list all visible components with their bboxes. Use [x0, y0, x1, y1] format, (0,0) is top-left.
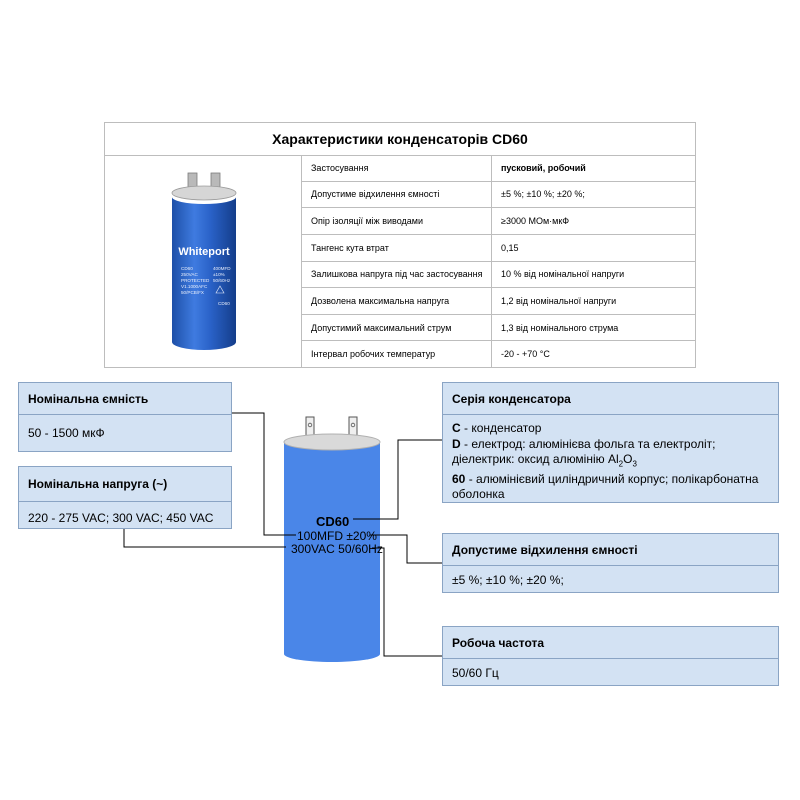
series-line-d: D - електрод: алюмінієва фольга та елект… — [452, 436, 716, 451]
callout-tolerance-text: ±5 %; ±10 %; ±20 %; — [452, 573, 564, 587]
spec-row-name: Допустимий максимальний струм — [302, 314, 492, 341]
photo-print-right: 400MFD±10%50/60Hz — [213, 266, 231, 283]
spec-row-name: Залишкова напруга під час застосування — [302, 261, 492, 288]
capacitor-drawing — [283, 416, 381, 662]
spec-row: Застосування пусковий, робочий — [302, 155, 695, 182]
callout-capacitance: Номінальна ємність 50 - 1500 мкФ — [18, 382, 232, 452]
spec-row-name: Застосування — [302, 155, 492, 181]
callout-frequency: Робоча частота 50/60 Гц — [442, 626, 779, 686]
spec-row-value: 10 % від номінальної напруги — [501, 269, 625, 280]
capacitor-top — [283, 433, 381, 451]
spec-row-value: 0,15 — [501, 242, 519, 253]
callout-series: Серія конденсатора C - конденсатор D - е… — [442, 382, 779, 503]
spec-row: Залишкова напруга під час застосування 10… — [302, 261, 695, 289]
spec-row: Тангенс кута втрат 0,15 — [302, 234, 695, 262]
photo-print-bottom: CD60 — [218, 301, 230, 306]
spec-row-value: 1,2 від номінальної напруги — [501, 295, 617, 306]
photo-print-line: CD60 — [181, 266, 193, 271]
callout-frequency-text: 50/60 Гц — [452, 666, 499, 680]
photo-print-line: PROTECTED — [181, 278, 210, 283]
connector-voltage — [123, 529, 286, 548]
spec-row-name: Опір ізоляції між виводами — [302, 208, 492, 234]
series-line-60: 60 - алюмінієвий циліндричний корпус; по… — [452, 471, 759, 486]
capacitor-body — [284, 442, 380, 662]
capacitor-model-label: CD60 — [316, 514, 350, 529]
callout-series-title: Серія конденсатора — [443, 383, 778, 415]
callout-capacitance-title: Номінальна ємність — [19, 383, 231, 415]
spec-table-title: Характеристики конденсаторів CD60 — [105, 123, 695, 156]
spec-row-value: ±5 %; ±10 %; ±20 %; — [501, 189, 585, 200]
connector-series — [353, 439, 442, 520]
callout-capacitance-text: 50 - 1500 мкФ — [28, 426, 105, 440]
spec-row: Опір ізоляції між виводами ≥3000 МОм·мкФ — [302, 208, 695, 235]
callout-tolerance-title: Допустиме відхилення ємності — [443, 534, 778, 566]
spec-row-name: Тангенс кута втрат — [302, 234, 492, 261]
spec-row: Дозволена максимальна напруга 1,2 від ном… — [302, 288, 695, 315]
photo-warning-triangle — [215, 285, 225, 294]
photo-print-line: 250VAC — [181, 272, 198, 277]
photo-print-line: V1.1000AFC — [181, 284, 208, 289]
capacitor-rating-voltage: 300VAC 50/60Hz — [291, 542, 383, 556]
connector-tolerance — [370, 534, 442, 564]
callout-voltage-text: 220 - 275 VAC; 300 VAC; 450 VAC — [28, 511, 214, 525]
callout-frequency-title: Робоча частота — [443, 627, 778, 659]
photo-print-line: 50/60Hz — [213, 278, 231, 283]
capacitor-photo-image: Whiteport CD60250VACPROTECTEDV1.1000AFC5… — [171, 172, 237, 350]
connector-capacitance — [232, 412, 296, 536]
photo-print-line: 400MFD — [213, 266, 231, 271]
callout-tolerance: Допустиме відхилення ємності ±5 %; ±10 %… — [442, 533, 779, 593]
spec-row-value: 1,3 від номінального струма — [501, 322, 619, 333]
series-line-dielectric: діелектрик: оксид алюмінію Al2O3 — [452, 452, 637, 469]
spec-row-name: Інтервал робочих температур — [302, 341, 492, 367]
photo-lid — [171, 185, 237, 201]
spec-row-value: ≥3000 МОм·мкФ — [501, 216, 570, 227]
spec-table: Характеристики конденсаторів CD60 — [104, 122, 696, 368]
spec-row-name: Дозволена максимальна напруга — [302, 288, 492, 314]
callout-series-text: C - конденсатор D - електрод: алюмінієва… — [452, 421, 772, 503]
photo-print-line: 50/PCB/FX — [181, 290, 204, 295]
spec-row-value: -20 - +70 °C — [501, 349, 550, 360]
callout-voltage: Номінальна напруга (~) 220 - 275 VAC; 30… — [18, 466, 232, 529]
photo-print-line: ±10% — [213, 272, 225, 277]
photo-body — [172, 197, 236, 350]
spec-row: Допустимий максимальний струм 1,3 від ном… — [302, 314, 695, 342]
connector-lines — [123, 412, 442, 657]
photo-brand: Whiteport — [178, 246, 230, 258]
capacitor-rating-capacitance: 100MFD ±20% — [297, 529, 377, 543]
spec-row-value: пусковий, робочий — [501, 162, 586, 173]
spec-row: Інтервал робочих температур -20 - +70 °C — [302, 341, 695, 367]
spec-row: Допустиме відхилення ємності ±5 %; ±10 %;… — [302, 181, 695, 209]
connector-frequency — [372, 547, 442, 657]
series-line-c: C - конденсатор — [452, 421, 542, 435]
callout-voltage-title: Номінальна напруга (~) — [19, 467, 231, 502]
spec-row-name: Допустиме відхилення ємності — [302, 181, 492, 208]
series-line-60-cont: оболонка — [452, 487, 505, 502]
